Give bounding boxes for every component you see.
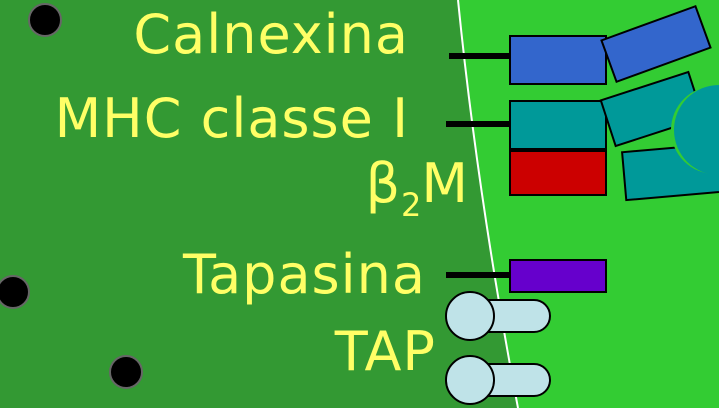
- beta2m-symbol: β: [365, 152, 402, 215]
- tap-transporter: [445, 355, 495, 405]
- mhc-label: MHC classe I: [54, 87, 409, 150]
- mhc-heavy-chain-domain: [509, 100, 607, 150]
- tap-label: TAP: [334, 320, 436, 383]
- tapasina-label: Tapasina: [183, 243, 426, 306]
- beta2m-label: β2M: [366, 157, 469, 222]
- beta2m-domain: [509, 150, 607, 196]
- ribosome-dot: [28, 3, 62, 37]
- calnexina-label: Calnexina: [133, 3, 409, 66]
- tap-transporter: [445, 291, 495, 341]
- ribosome-dot: [109, 355, 143, 389]
- calnexin-domain: [600, 4, 712, 84]
- tapasin-domain: [509, 259, 607, 293]
- ribosome-dot: [0, 275, 30, 309]
- calnexin-domain: [509, 35, 607, 85]
- mhc-peptide-groove: [674, 85, 719, 175]
- beta2m-letter: M: [421, 152, 469, 215]
- er-membrane-line: [457, 0, 519, 408]
- beta2m-subscript: 2: [401, 186, 422, 224]
